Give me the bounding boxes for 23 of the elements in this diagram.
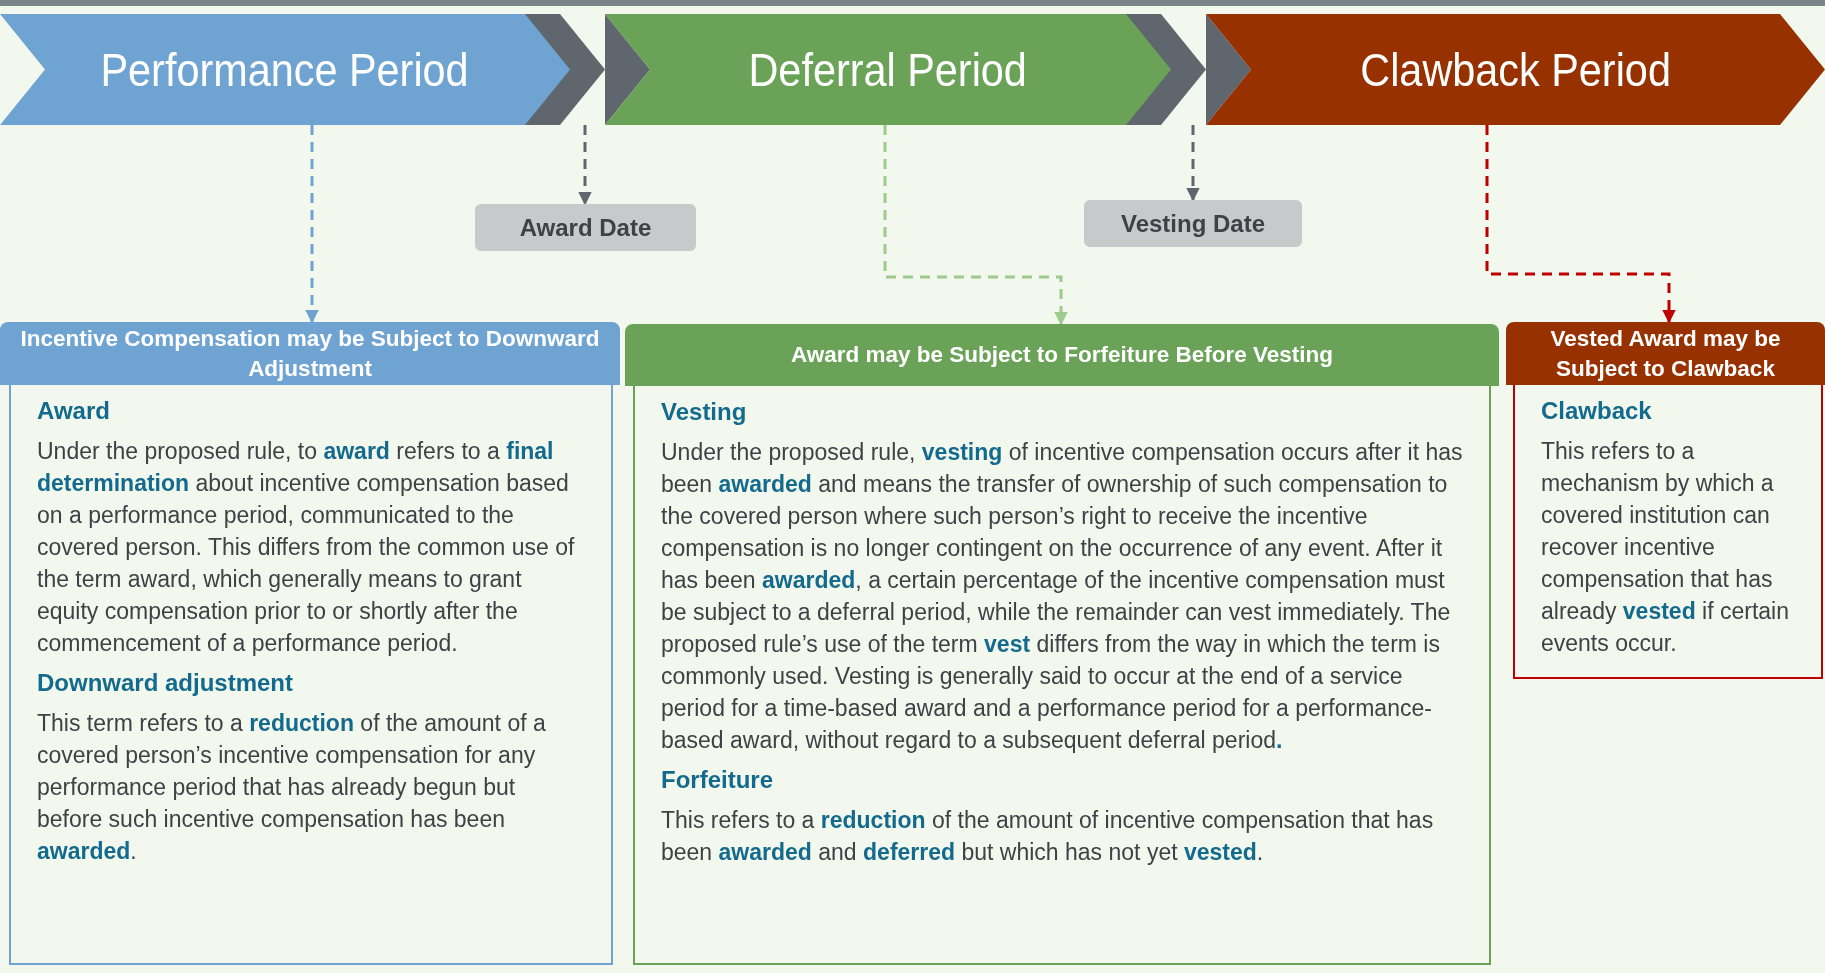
arrow <box>578 125 592 206</box>
arrow <box>1186 125 1200 202</box>
term-heading: Downward adjustment <box>37 668 295 698</box>
phase-title: Clawback Period <box>1360 42 1671 97</box>
arrow <box>883 125 1068 326</box>
arrow <box>1485 125 1676 324</box>
term-heading: Forfeiture <box>661 765 774 795</box>
definition-text: This refers to a reduction of the amount of incentive compensation that has been awarded and deferred but which has not yet vested. <box>661 806 1435 867</box>
arrow <box>305 125 319 324</box>
term-heading: Award <box>37 396 111 426</box>
definition-text: This term refers to a reduction of the amount of a covered person’s incentive compensation for any performance period that has already begun but before such incentive compensation has been awarded. <box>37 709 547 866</box>
definition-text: This refers to a mechanism by which a covered institution can recover incentive compensation that has already vested if certain events occur. <box>1541 437 1791 658</box>
panel-header: Incentive Compensation may be Subject to Downward Adjustment <box>0 322 620 385</box>
definition-text: Under the proposed rule, to award refers to a final determination about incentive compensation based on a performance period, communicated to the covered person. This differs from the common use of the term award, which generally means to grant equity compensation prior to or shortly after the commencement of a performance period. <box>37 437 576 658</box>
term-heading: Clawback <box>1541 396 1653 426</box>
phase-title: Performance Period <box>100 42 470 97</box>
phase-title: Deferral Period <box>748 42 1028 97</box>
panel-header: Award may be Subject to Forfeiture Before Vesting <box>625 324 1499 386</box>
date-label: Award Date <box>475 204 696 251</box>
term-heading: Vesting <box>661 397 748 427</box>
definition-text: Under the proposed rule, vesting of incentive compensation occurs after it has been awarded and means the transfer of ownership of such compensation to the covered person where such person’s right to receive the incentive compensation is no longer contingent on the occurrence of any event. After it has been awarded, a certain percentage of the incentive compensation must be subject to a deferral period, while the remainder can vest immediately. The proposed rule’s use of the term vest differs from the way in which the term is commonly used. Vesting is generally said to occur at the end of a service period for a time-based award and a performance period for a performance-based award, without regard to a subsequent deferral period. <box>661 438 1463 755</box>
date-label: Vesting Date <box>1084 200 1302 247</box>
panel-header: Vested Award may be Subject to Clawback <box>1506 322 1825 385</box>
